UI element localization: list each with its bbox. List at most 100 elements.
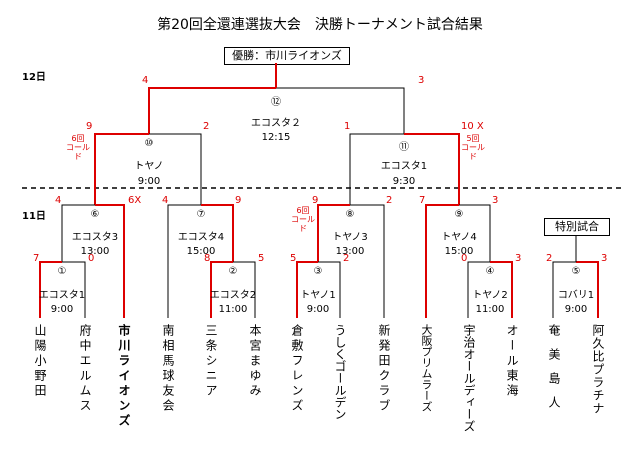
m1-score-right: 0 — [88, 253, 95, 264]
m10-line-right — [149, 133, 202, 205]
special-match-box: 特別試合 — [544, 218, 610, 236]
m2-score-left: 8 — [204, 253, 211, 264]
m8-called-note: 6回コールド — [291, 206, 315, 233]
team-name: 府中エルムス — [78, 324, 92, 414]
m4-time: 11:00 — [475, 304, 505, 315]
m1-line-right — [62, 261, 86, 318]
m3-score-left: 5 — [290, 253, 297, 264]
m4-line-left — [467, 261, 490, 318]
m4-venue: トヤノ2 — [472, 290, 508, 301]
day-label-12: 12日 — [22, 72, 46, 83]
m2-score-right: 5 — [258, 253, 265, 264]
team-name: 本宮まゆみ — [248, 324, 262, 399]
team-name: うしくゴールデン — [333, 324, 347, 420]
m4-number: ④ — [485, 266, 495, 277]
m3-time: 9:00 — [306, 304, 330, 315]
m11-line-right — [404, 133, 460, 205]
m8-line-right — [350, 204, 385, 318]
m10-score-right: 2 — [203, 121, 210, 132]
team-name: 三条シニア — [204, 324, 218, 399]
m12-score-right: 3 — [418, 75, 425, 86]
m5-score-left: 2 — [546, 253, 553, 264]
m3-venue: トヤノ1 — [300, 290, 336, 301]
day-label-11: 11日 — [22, 211, 46, 222]
m12-line-left — [148, 87, 276, 134]
m1-line-left — [39, 261, 62, 318]
m4-line-right — [490, 261, 513, 318]
team-name: 新発田クラブ — [377, 324, 391, 414]
m10-time: 9:00 — [137, 176, 161, 187]
m3-line-right — [318, 261, 341, 318]
team-name: 阿久比プラチナ — [591, 324, 605, 415]
m12-time: 12:15 — [261, 132, 291, 143]
m5-score-right: 3 — [601, 253, 608, 264]
page-title: 第20回全還連選抜大会 決勝トーナメント試合結果 — [157, 17, 483, 33]
m2-line-left — [210, 261, 233, 318]
m9-score-left: 7 — [419, 195, 426, 206]
team-name: 山陽小野田 — [33, 324, 47, 399]
m9-line-left — [425, 204, 459, 318]
m7-line-left — [167, 204, 201, 318]
m9-venue: トヤノ4 — [441, 232, 477, 243]
m12-venue: エコスタ２ — [251, 118, 301, 129]
m10-score-left: 9 — [86, 121, 93, 132]
m3-number: ③ — [313, 266, 323, 277]
team-name: オール東海 — [505, 324, 519, 399]
m1-number: ① — [57, 266, 67, 277]
m9-time: 15:00 — [444, 246, 474, 257]
m1-time: 9:00 — [50, 304, 74, 315]
m9-number: ⑨ — [454, 209, 464, 220]
m7-number: ⑦ — [196, 209, 206, 220]
m5-line-right — [576, 261, 599, 318]
m6-score-right: 6X — [128, 195, 142, 206]
m12-line-right — [276, 87, 405, 134]
m11-score-right: 10 X — [461, 121, 484, 132]
m7-line-right — [201, 204, 234, 262]
m4-score-right: 3 — [515, 253, 522, 264]
winner-box: 優勝：市川ライオンズ — [224, 47, 350, 65]
m8-venue: トヤノ3 — [332, 232, 368, 243]
team-name: 南相馬球友会 — [161, 324, 175, 414]
m8-number: ⑧ — [345, 209, 355, 220]
m10-called-note: 6回コールド — [66, 134, 90, 161]
m6-line-right — [95, 204, 125, 318]
m9-line-right — [459, 204, 491, 262]
m10-line-left — [94, 133, 149, 205]
team-name: 奄美島人 — [547, 324, 561, 420]
m5-time: 9:00 — [564, 304, 588, 315]
m7-score-left: 4 — [162, 195, 169, 206]
m7-score-right: 9 — [235, 195, 242, 206]
m7-time: 15:00 — [186, 246, 216, 257]
m1-score-left: 7 — [33, 253, 40, 264]
m6-score-left: 4 — [55, 195, 62, 206]
m5-venue: コバリ1 — [557, 290, 595, 301]
m8-line-left — [317, 204, 350, 262]
m10-venue: トヤノ — [134, 161, 164, 172]
m7-venue: エコスタ4 — [177, 232, 225, 243]
m3-line-left — [296, 261, 318, 318]
m4-score-left: 0 — [461, 253, 468, 264]
m6-line-left — [61, 204, 95, 262]
m1-venue: エコスタ1 — [38, 290, 86, 301]
m5-number: ⑤ — [571, 266, 581, 277]
m8-score-right: 2 — [386, 195, 393, 206]
m12-number: ⑫ — [271, 97, 281, 108]
m9-score-right: 3 — [492, 195, 499, 206]
team-name: 大阪プリムラーズ — [420, 324, 433, 412]
m6-venue: エコスタ3 — [71, 232, 119, 243]
m2-number: ② — [228, 266, 238, 277]
m3-score-right: 2 — [343, 253, 350, 264]
m2-venue: エコスタ2 — [209, 290, 257, 301]
m11-called-note: 5回コールド — [461, 134, 485, 161]
m11-time: 9:30 — [392, 176, 416, 187]
m2-line-right — [233, 261, 256, 318]
team-name: 宇治オールディーズ — [462, 324, 476, 432]
m11-line-left — [349, 133, 404, 205]
m6-time: 13:00 — [80, 246, 110, 257]
m6-number: ⑥ — [90, 209, 100, 220]
m12-score-left: 4 — [142, 75, 149, 86]
m10-number: ⑩ — [144, 138, 154, 149]
team-name: 倉敷フレンズ — [290, 324, 304, 414]
team-name-champion: 市川ライオンズ — [117, 324, 131, 429]
